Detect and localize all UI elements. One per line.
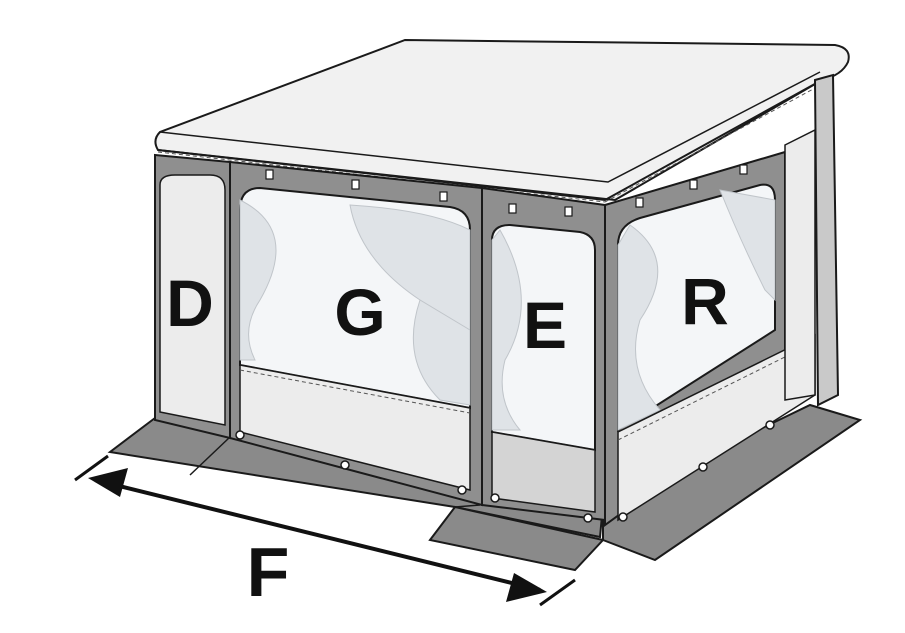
side-panel-rear — [784, 128, 816, 401]
panel-r — [604, 150, 816, 527]
label-d: D — [166, 266, 214, 340]
label-e: E — [523, 288, 567, 362]
label-g: G — [334, 275, 385, 349]
width-dimension-arrow — [74, 454, 576, 607]
panel-e — [481, 186, 606, 523]
label-f: F — [247, 533, 290, 611]
panel-d — [154, 153, 231, 440]
panel-g — [229, 160, 483, 507]
hooks — [265, 164, 748, 217]
right-wall-post — [813, 73, 840, 407]
roof — [154, 38, 850, 203]
ground-mat — [107, 403, 863, 572]
label-r: R — [681, 264, 729, 338]
